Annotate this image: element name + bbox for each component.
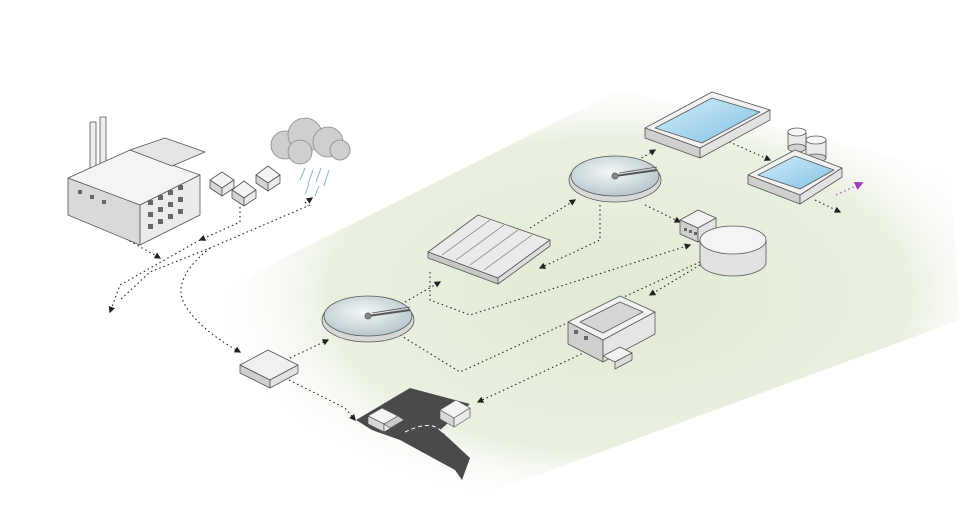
discharge-arrow [835,181,864,196]
flow-secondary-to-digester [644,204,682,223]
factory-windows [78,185,183,229]
house-3 [255,165,281,192]
digester [679,209,767,277]
house-2 [231,180,257,207]
tank-1 [787,127,807,153]
primary-clarifier [321,295,415,343]
house-1 [209,171,235,197]
flow-collector-left [108,239,201,314]
road-marking [404,425,441,433]
flow-rain-line [119,204,311,301]
flow-primary-to-digester [399,261,701,373]
rain-cloud [270,117,351,197]
filter-water [654,97,761,144]
ground-plane [200,90,960,500]
dewatering-windows [574,330,588,340]
flow-aeration-to-digester-long [429,243,692,316]
filter-basin [644,91,771,159]
flow-lines [108,139,842,422]
flow-screen-to-road [284,377,356,422]
aeration-channels [441,219,533,271]
houses [209,165,281,207]
secondary-clarifier [568,155,662,203]
flow-collector-curve [180,247,242,353]
factory [67,116,206,246]
screening-box [239,349,299,389]
disinfection-basin [747,149,843,205]
flow-storm-inlet [304,197,314,204]
truck-2 [439,399,471,428]
aeration-basin [427,214,551,285]
disinfection-water [757,155,835,190]
flow-disinfection-outfall [814,199,842,213]
dewatering-building [567,295,656,370]
truck-1 [367,407,405,433]
flow-filter-to-disinfection [724,139,772,161]
flow-digester-to-dewater [648,264,701,296]
chimney-1 [89,121,97,173]
flow-houses-down [198,198,241,241]
rain-drops [299,167,330,197]
truck-loading-road [356,388,471,480]
